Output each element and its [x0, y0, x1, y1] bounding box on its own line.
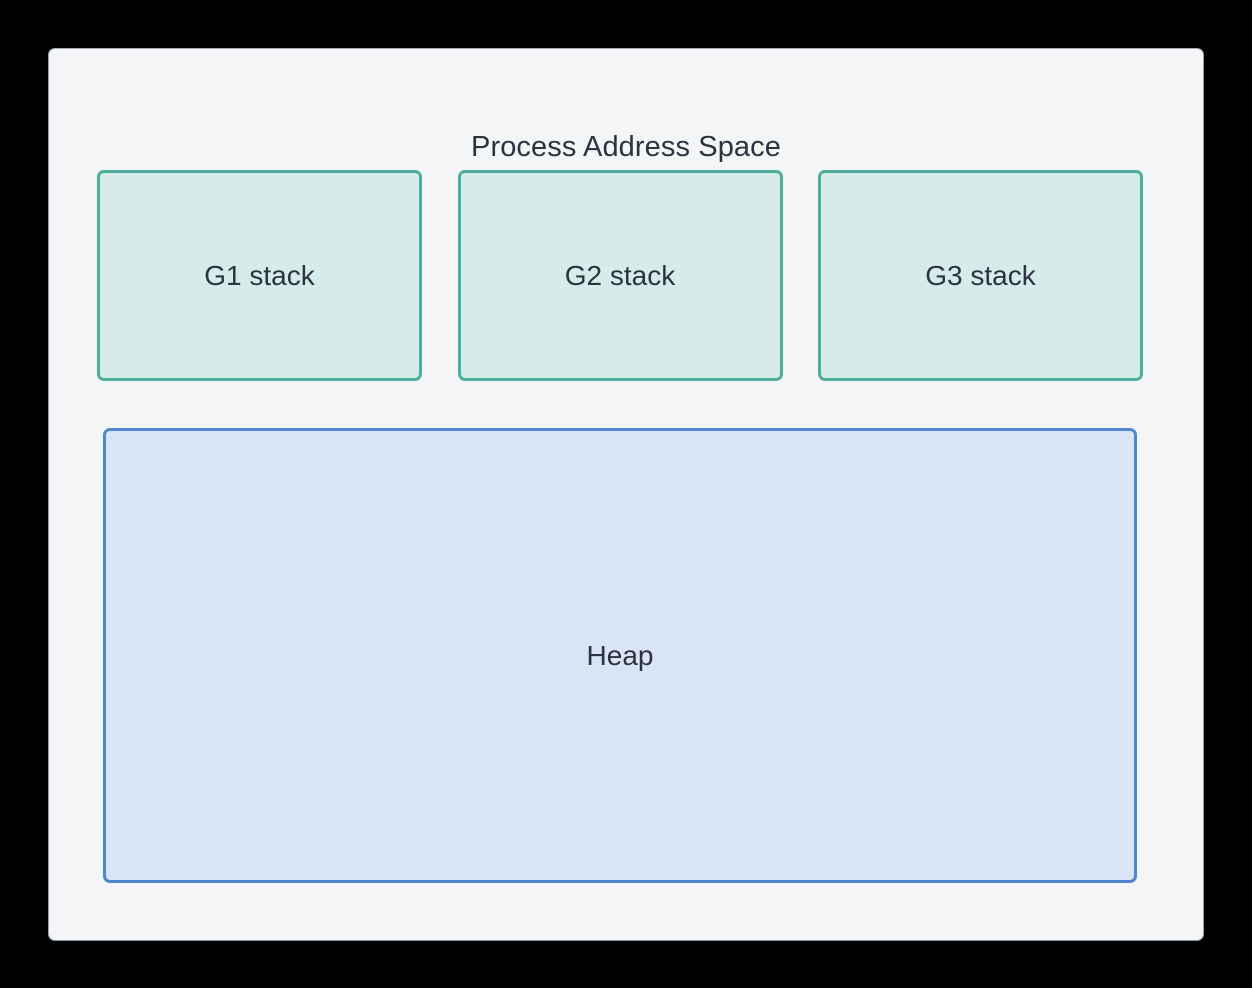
- stack-box-g3[interactable]: G3 stack: [818, 170, 1143, 381]
- stack-box-g2[interactable]: G2 stack: [457, 170, 783, 381]
- stack-box-g3-label: G3 stack: [925, 259, 1036, 291]
- heap-box-label: Heap: [586, 639, 654, 671]
- goroutine-stack-row: G1 stack G2 stack G3 stack: [97, 170, 1143, 381]
- stack-box-g2-label: G2 stack: [564, 259, 676, 291]
- process-address-space-panel: Process Address Space G1 stack G2 stack …: [49, 49, 1203, 940]
- page-title: Process Address Space: [471, 131, 781, 163]
- stack-box-g1-label: G1 stack: [204, 259, 315, 291]
- stack-box-g1[interactable]: G1 stack: [97, 170, 422, 381]
- heap-box[interactable]: Heap: [103, 428, 1137, 883]
